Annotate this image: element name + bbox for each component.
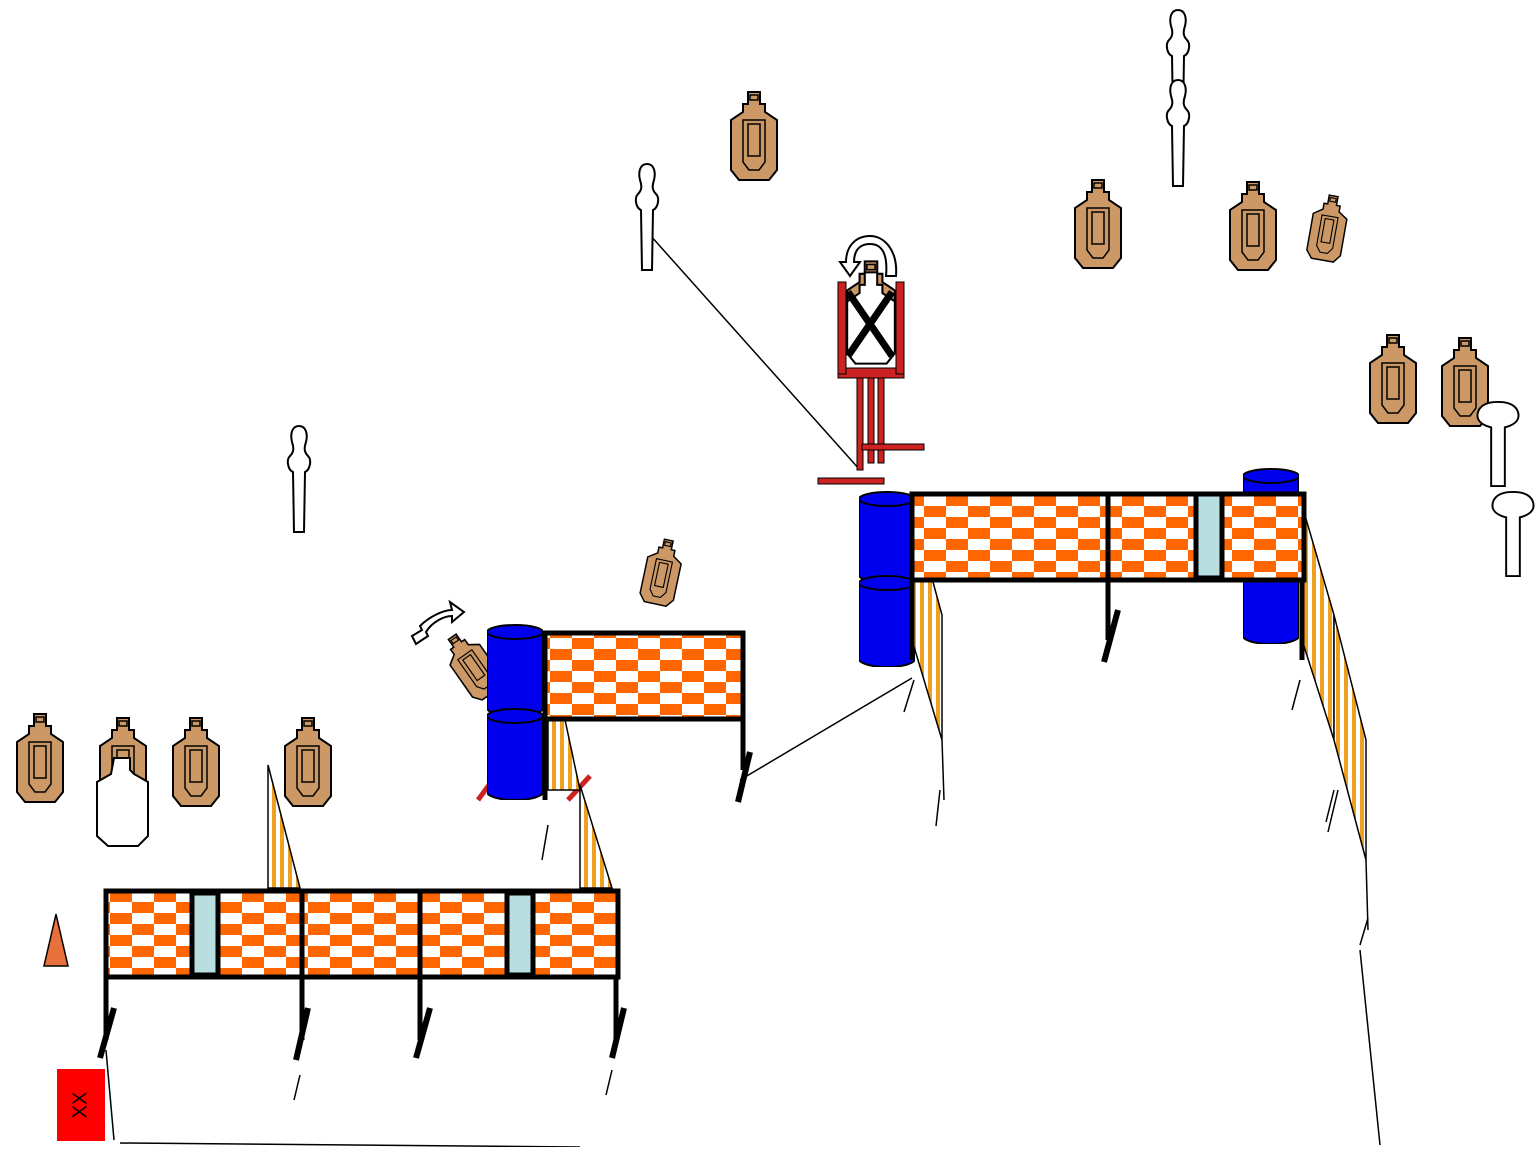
cardboard-target-icon bbox=[637, 535, 687, 609]
fault-line-barrier-icon bbox=[542, 630, 753, 803]
steel-popper-icon bbox=[634, 163, 660, 271]
barrel-icon bbox=[859, 575, 915, 667]
fault-line-barrier-icon bbox=[909, 491, 1307, 663]
traffic-cone-icon bbox=[43, 913, 69, 967]
cardboard-target-icon bbox=[729, 90, 779, 182]
start-area-label: XX bbox=[69, 1091, 92, 1119]
no-shoot-target-icon bbox=[96, 757, 149, 847]
steel-poppers bbox=[286, 9, 1191, 533]
cardboard-target-icon bbox=[171, 716, 221, 808]
port-window bbox=[1193, 491, 1225, 581]
fault-line-barrier-icon bbox=[97, 888, 627, 1061]
barrel-icon bbox=[859, 491, 915, 583]
no-shoot-target bbox=[96, 757, 149, 847]
x-mark-icon bbox=[845, 290, 895, 358]
fault-lines bbox=[105, 234, 1381, 1148]
cardboard-target-icon bbox=[15, 712, 65, 804]
rotating-arrow-icon bbox=[838, 234, 898, 278]
cardboard-target-icon bbox=[1368, 333, 1418, 425]
cardboard-target-icon bbox=[1228, 180, 1278, 272]
start-area: XX bbox=[57, 1069, 105, 1141]
steel-plate-icon bbox=[1491, 490, 1535, 578]
rotating-target-stand bbox=[817, 234, 925, 485]
steel-popper-icon bbox=[286, 425, 312, 533]
cardboard-target-icon bbox=[1304, 191, 1352, 265]
cardboard-target-icon bbox=[1073, 178, 1123, 270]
cardboard-target-icon bbox=[283, 716, 333, 808]
barrel-icon bbox=[487, 708, 543, 800]
port-window bbox=[504, 890, 536, 978]
port-window bbox=[189, 890, 221, 978]
barrel-icon bbox=[487, 624, 543, 716]
cardboard-targets bbox=[15, 90, 1490, 808]
swinger-arrow-icon bbox=[410, 599, 466, 646]
steel-plate-icon bbox=[1476, 400, 1520, 488]
steel-popper-icon bbox=[1165, 79, 1191, 187]
barrier-walls bbox=[97, 491, 1307, 1061]
steel-plates bbox=[1476, 400, 1535, 578]
